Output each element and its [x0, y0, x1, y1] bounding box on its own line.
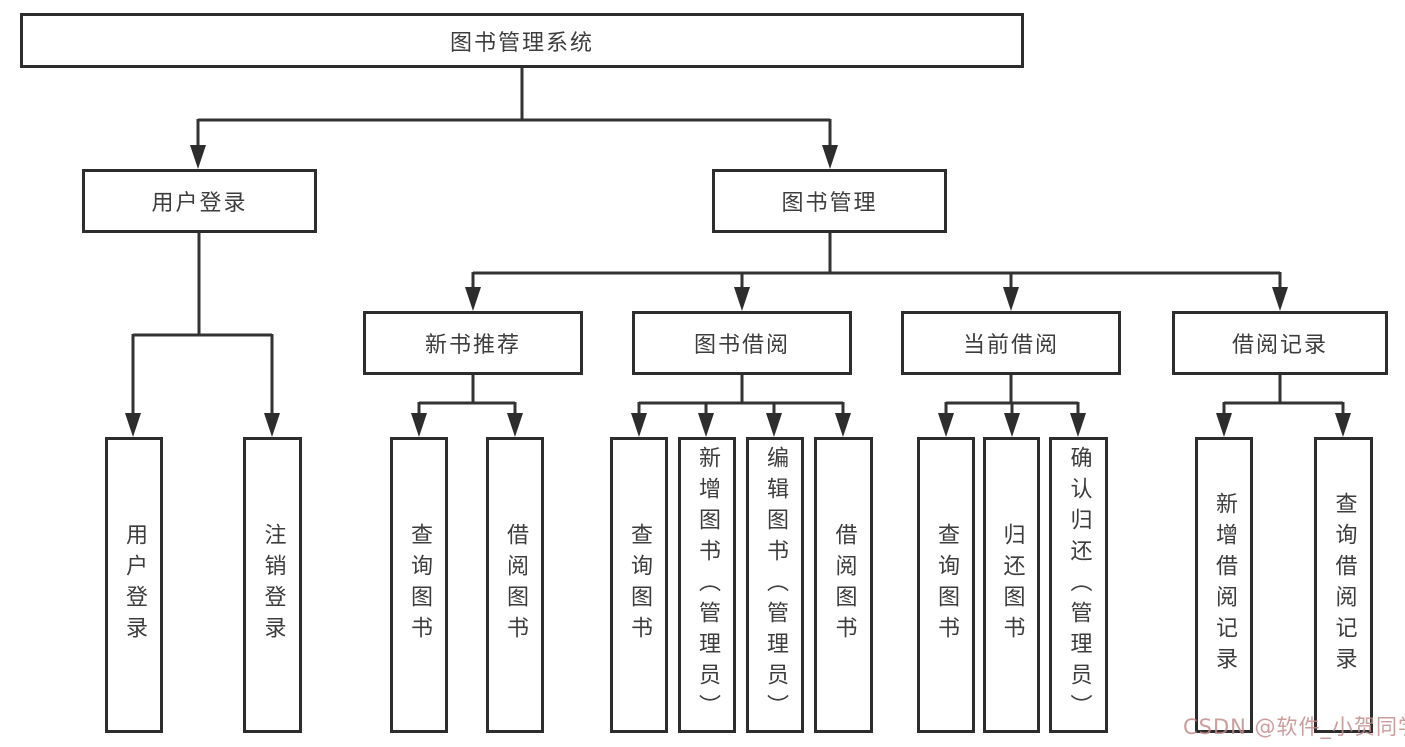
leaf-recommend-query-books-label: 查询图书 [407, 523, 432, 647]
leaf-user-login-label: 用户登录 [122, 523, 147, 647]
leaf-current-return-books: 归还图书 [983, 437, 1040, 733]
leaf-logout-label: 注销登录 [260, 523, 286, 647]
leaf-records-query-record: 查询借阅记录 [1314, 437, 1373, 733]
leaf-recommend-query-books: 查询图书 [390, 437, 448, 733]
leaf-borrow-query-books: 查询图书 [610, 437, 668, 733]
leaf-user-login: 用户登录 [105, 437, 163, 733]
leaf-current-confirm-return-admin: 确认归还（管理员） [1049, 437, 1108, 733]
leaf-borrow-edit-books-admin-label: 编辑图书（管理员） [763, 445, 788, 725]
leaf-borrow-edit-books-admin: 编辑图书（管理员） [746, 437, 804, 733]
node-current-borrow: 当前借阅 [901, 311, 1121, 375]
leaf-current-query-books: 查询图书 [917, 437, 975, 733]
leaf-logout: 注销登录 [243, 437, 302, 733]
node-book-borrow: 图书借阅 [632, 311, 852, 375]
node-new-book-recommend: 新书推荐 [363, 311, 583, 375]
node-current-borrow-label: 当前借阅 [962, 333, 1059, 358]
leaf-records-query-record-label: 查询借阅记录 [1331, 492, 1357, 678]
node-borrow-records: 借阅记录 [1172, 311, 1388, 375]
leaf-borrow-borrow-books-label: 借阅图书 [831, 523, 857, 647]
node-root-label: 图书管理系统 [449, 30, 594, 56]
node-book-management-label: 图书管理 [781, 191, 878, 216]
leaf-current-query-books-label: 查询图书 [934, 523, 959, 647]
leaf-borrow-borrow-books: 借阅图书 [814, 437, 873, 733]
node-book-management: 图书管理 [712, 169, 947, 233]
leaf-recommend-borrow-books-label: 借阅图书 [503, 523, 528, 647]
leaf-borrow-add-books-admin-label: 新增图书（管理员） [695, 445, 720, 725]
node-new-book-recommend-label: 新书推荐 [424, 333, 521, 358]
arrowheads [125, 145, 1351, 437]
leaf-recommend-borrow-books: 借阅图书 [486, 437, 544, 733]
leaf-current-confirm-return-admin-label: 确认归还（管理员） [1066, 445, 1092, 725]
node-user-login: 用户登录 [82, 169, 317, 233]
leaf-borrow-query-books-label: 查询图书 [627, 523, 652, 647]
leaf-records-add-record-label: 新增借阅记录 [1212, 492, 1237, 678]
node-book-borrow-label: 图书借阅 [693, 333, 790, 358]
leaf-borrow-add-books-admin: 新增图书（管理员） [678, 437, 736, 733]
node-borrow-records-label: 借阅记录 [1231, 333, 1328, 358]
csdn-watermark: CSDN @软件_小贺同学 [1183, 715, 1405, 739]
node-root: 图书管理系统 [20, 13, 1024, 68]
leaf-current-return-books-label: 归还图书 [999, 523, 1025, 647]
node-user-login-label: 用户登录 [151, 191, 248, 216]
leaf-records-add-record: 新增借阅记录 [1195, 437, 1253, 733]
